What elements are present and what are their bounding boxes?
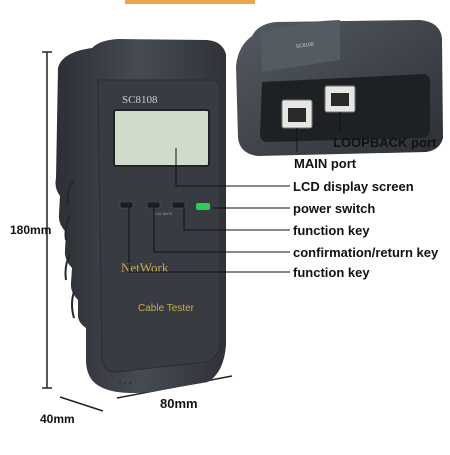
bottom-vent bbox=[119, 381, 131, 384]
connector-inset bbox=[236, 20, 443, 156]
callout-leader-lines bbox=[128, 148, 290, 273]
connector-label-text: SC8108 bbox=[295, 41, 314, 49]
device-model-text: SC8108 bbox=[122, 94, 158, 106]
product-text: Cable Tester bbox=[138, 303, 195, 314]
device-body bbox=[55, 39, 226, 393]
power-switch-button[interactable] bbox=[196, 203, 210, 210]
lcd-label: LCD display screen bbox=[293, 179, 414, 194]
port-leader-lines bbox=[296, 112, 341, 152]
depth-dimension-line bbox=[59, 396, 104, 412]
height-dimension-label: 180mm bbox=[10, 223, 52, 237]
loopback-port-label: LOOPBACK port bbox=[333, 135, 437, 150]
width-dimension-label: 80mm bbox=[160, 396, 198, 411]
height-dimension-line bbox=[42, 51, 52, 389]
confirm-return-label: confirmation/return key bbox=[293, 245, 439, 260]
brand-text: NetWork bbox=[121, 260, 169, 275]
depth-dimension-label: 40mm bbox=[40, 412, 75, 426]
function-key-1-button[interactable] bbox=[119, 201, 134, 209]
lcd-screen bbox=[113, 109, 210, 167]
function-key-2-label: function key bbox=[293, 265, 370, 280]
main-port-label: MAIN port bbox=[294, 156, 357, 171]
top-strip bbox=[125, 0, 255, 4]
function-key-1-label: function key bbox=[293, 223, 370, 238]
button-strip-text: CAL BACK bbox=[155, 212, 173, 216]
function-key-2-button[interactable] bbox=[171, 201, 186, 209]
power-switch-label: power switch bbox=[293, 201, 376, 216]
